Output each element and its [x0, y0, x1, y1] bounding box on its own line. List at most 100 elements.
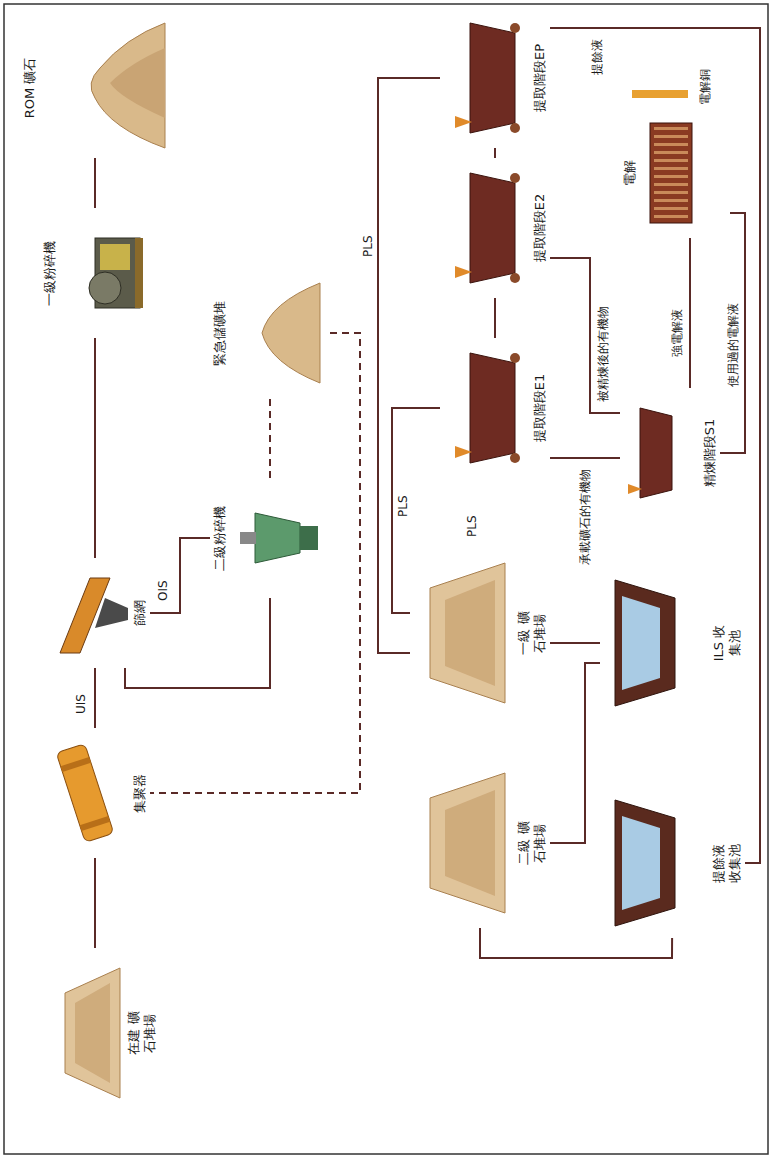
illustration-part	[110, 48, 165, 118]
node-label: 集聚器	[132, 772, 148, 815]
illustration-part	[445, 790, 495, 896]
electrode-plate	[654, 183, 688, 186]
node-label: 電解	[622, 158, 638, 188]
flow-line	[378, 78, 440, 653]
flow-line	[494, 298, 496, 338]
figure-border	[4, 4, 768, 1154]
ore-pile	[262, 283, 320, 383]
illustration-part	[628, 484, 642, 494]
electrode-plate	[654, 159, 688, 162]
flow-line	[550, 663, 600, 843]
flow-label: 被精煉後的有機物	[596, 305, 610, 403]
node-label: 提取階段E1	[532, 372, 548, 445]
illustration-part	[75, 983, 110, 1083]
flow-label: 使用過的電解液	[726, 302, 740, 388]
collection-pond: ILS 收集池	[600, 568, 745, 718]
flow-line	[94, 158, 96, 208]
heap	[65, 968, 120, 1098]
ore-pile	[91, 23, 165, 148]
node-label: ROM 礦石	[22, 56, 38, 121]
illustration-part	[654, 127, 688, 218]
electrode-plate	[654, 143, 688, 146]
illustration-part	[510, 453, 520, 463]
flow-line	[550, 457, 620, 459]
node-label: 提取階段E2	[532, 192, 548, 265]
flow-label: PLS	[361, 234, 375, 258]
node-label: ILS 收集池	[711, 619, 743, 667]
electrowinning-cell: 電解	[620, 108, 730, 238]
node-label: 緊急儲礦堆	[212, 299, 228, 368]
electrode-plate	[654, 167, 688, 170]
electrode-plate	[654, 207, 688, 210]
heap: 二級 礦石堆場	[410, 758, 550, 928]
flow-label: 承載礦石的有機物	[578, 468, 592, 566]
electrode-plate	[654, 127, 688, 130]
illustration-part	[89, 272, 121, 304]
pond	[615, 580, 675, 926]
electrode-plate	[654, 151, 688, 154]
annotation: UIS	[74, 693, 88, 715]
illustration-part	[91, 23, 165, 148]
flow-label: 強電解液	[670, 308, 684, 358]
illustration-part	[255, 513, 300, 563]
dashed-flow-line	[150, 333, 360, 793]
flow-line	[125, 598, 270, 688]
illustration-part	[455, 116, 472, 128]
agglomerator-drum	[56, 744, 114, 843]
heap: 在建 礦石堆場	[30, 948, 160, 1118]
illustration-part	[445, 580, 495, 686]
heap	[430, 563, 505, 913]
cone-crusher: 二級粉碎機	[210, 478, 330, 598]
ore-pile: ROM 礦石	[20, 18, 170, 158]
flow-label: 提餘液	[590, 38, 604, 76]
cone-crusher	[240, 513, 318, 563]
illustration-part	[56, 744, 114, 843]
node-label: 精煉階段S1	[702, 417, 718, 490]
flow-line	[550, 642, 600, 644]
illustration-part	[640, 408, 672, 498]
illustration-part	[300, 526, 318, 550]
illustration-part	[622, 816, 660, 910]
illustration-part	[56, 744, 114, 843]
illustration-part	[100, 244, 130, 270]
agglomerator: 集聚器	[40, 728, 150, 858]
node-label: 提取階段EP	[532, 42, 548, 114]
flow-line	[720, 213, 745, 453]
node-label: 在建 礦石堆場	[126, 1003, 158, 1063]
electrode-plate	[654, 215, 688, 218]
illustration-part	[262, 283, 320, 383]
illustration-part	[615, 800, 675, 926]
node-label: 二級 礦石堆場	[516, 813, 548, 873]
node-label: 一級 礦石堆場	[516, 603, 548, 663]
extraction-stage: 提取階段EP	[440, 8, 550, 148]
annotation: OIS	[156, 579, 170, 602]
illustration-part	[455, 446, 472, 458]
illustration-part	[80, 816, 110, 831]
illustration-part	[650, 123, 692, 223]
flow-line	[392, 408, 440, 613]
illustration-part	[470, 173, 515, 283]
illustration-part	[61, 757, 91, 772]
illustration-part	[455, 266, 472, 278]
flow-line	[480, 928, 672, 958]
screen	[60, 578, 128, 653]
illustration-part	[510, 273, 520, 283]
illustration-part	[615, 580, 675, 706]
extraction-stage: 提取階段E1	[440, 338, 550, 478]
illustration-part	[95, 598, 128, 628]
electrolysis-cell	[650, 123, 692, 223]
extraction-stage: 提取階段E2	[440, 158, 550, 298]
flow-line	[550, 258, 620, 413]
illustration-part	[510, 353, 520, 363]
flow-line	[150, 538, 210, 613]
copper-cathode	[632, 90, 688, 98]
flow-line	[494, 148, 496, 158]
electrode-plate	[654, 191, 688, 194]
screen: 篩網	[40, 558, 150, 668]
flow-line	[94, 858, 96, 948]
illustration-part	[430, 773, 505, 913]
illustration-part	[470, 353, 515, 463]
node-label: 二級粉碎機	[212, 504, 228, 573]
